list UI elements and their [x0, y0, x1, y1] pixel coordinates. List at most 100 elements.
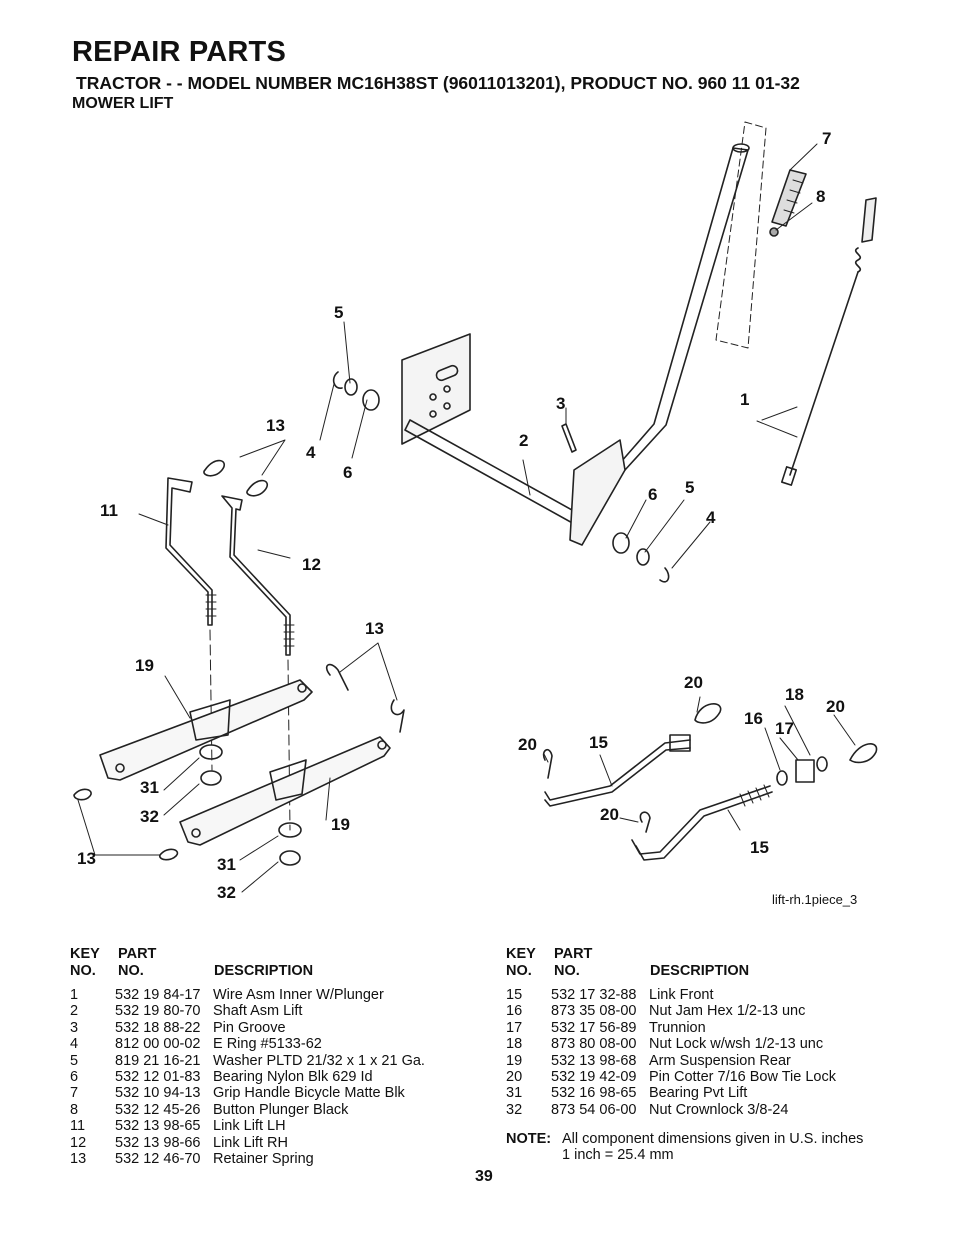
part-key: 32 [506, 1101, 523, 1118]
bearing-pvt-lift [199, 744, 223, 760]
callout-3: 3 [556, 394, 565, 413]
pin-groove [561, 423, 577, 453]
note-line: 1 inch = 25.4 mm [562, 1147, 674, 1164]
link-front-edge [635, 791, 773, 861]
callout-12: 12 [302, 555, 321, 574]
note-label: NOTE: [506, 1131, 552, 1147]
link-front [544, 739, 691, 801]
e-ring [659, 567, 670, 583]
bearing-pvt-lift [278, 822, 302, 838]
callout-13: 13 [77, 849, 96, 868]
washer [344, 378, 358, 396]
callout-11: 11 [100, 501, 118, 520]
lift-handle [613, 147, 749, 471]
lift-shaft [404, 419, 591, 531]
part-number: 819 21 16-21 [115, 1052, 201, 1069]
diagram-code: lift-rh.1piece_3 [772, 892, 857, 907]
part-number: 532 12 45-26 [115, 1101, 201, 1118]
e-ring [332, 371, 343, 389]
part-key: 31 [506, 1085, 523, 1102]
table-header: KEY PART [506, 946, 836, 963]
part-number: 873 35 08-00 [551, 1003, 637, 1020]
link-lift-rh [221, 495, 291, 656]
part-key: 16 [506, 1003, 523, 1020]
part-number: 532 12 46-70 [115, 1151, 201, 1168]
part-description: Link Lift LH [213, 1118, 286, 1135]
callout-4: 4 [706, 508, 716, 527]
table-header: NO. NO. DESCRIPTION [70, 963, 425, 987]
part-key: 4 [70, 1036, 79, 1053]
part-number: 532 19 80-70 [115, 1003, 201, 1020]
plate-slot [435, 364, 459, 382]
pin-cotter [694, 703, 722, 724]
wire-asm [789, 271, 859, 476]
part-number: 532 12 01-83 [115, 1069, 201, 1086]
mower-lift-diagram: 7 8 5 1 3 13 4 2 6 11 6 5 4 12 13 19 20 … [73, 121, 878, 907]
callout-5: 5 [334, 303, 343, 322]
callout-4: 4 [306, 443, 316, 462]
retainer-spring [159, 848, 179, 861]
header-key-no: NO. [70, 963, 96, 979]
part-description: Bearing Pvt Lift [649, 1085, 748, 1102]
table-header: NO. NO. DESCRIPTION [506, 963, 836, 987]
part-description: Trunnion [649, 1019, 706, 1036]
part-number: 532 10 94-13 [115, 1085, 201, 1102]
part-description: Pin Cotter 7/16 Bow Tie Lock [649, 1069, 836, 1086]
header-description: DESCRIPTION [214, 963, 314, 979]
washer [636, 548, 650, 566]
leader-lines [77, 143, 856, 893]
callout-5: 5 [685, 478, 694, 497]
callout-20: 20 [684, 673, 703, 692]
callout-18: 18 [785, 685, 804, 704]
part-key: 18 [506, 1036, 523, 1053]
trunnion [669, 734, 691, 752]
part-number: 532 19 42-09 [551, 1069, 637, 1086]
part-description: Wire Asm Inner W/Plunger [213, 987, 384, 1003]
part-number: 873 54 06-00 [551, 1101, 637, 1118]
table-header: KEY PART [70, 946, 425, 963]
nut-lock [816, 756, 828, 772]
header-description: DESCRIPTION [650, 963, 750, 979]
link-front-edge [544, 747, 691, 807]
plunger-head [861, 197, 877, 243]
callout-15: 15 [750, 838, 769, 857]
nut-jam-hex [776, 770, 788, 786]
part-key: 8 [70, 1101, 79, 1118]
nut-crownlock [279, 850, 301, 866]
part-description: Washer PLTD 21/32 x 1 x 21 Ga. [213, 1052, 425, 1069]
part-number: 532 16 98-65 [551, 1085, 637, 1102]
retainer-spring [390, 699, 405, 733]
part-key: 13 [70, 1151, 87, 1168]
part-key: 15 [506, 987, 523, 1003]
callout-13: 13 [266, 416, 285, 435]
trunnion [795, 759, 815, 783]
note-line: All component dimensions given in U.S. i… [562, 1131, 864, 1147]
part-key: 17 [506, 1019, 523, 1036]
arm-hole [115, 763, 125, 773]
callout-32: 32 [217, 883, 236, 902]
part-key: 12 [70, 1134, 87, 1151]
header-key: KEY [506, 946, 536, 962]
retainer-spring [203, 459, 225, 477]
guide-line [209, 629, 213, 771]
callout-20: 20 [518, 735, 537, 754]
pin-cotter [849, 743, 878, 764]
wire-end [780, 466, 798, 486]
part-number: 532 18 88-22 [115, 1019, 201, 1036]
header-key-no: NO. [506, 963, 532, 979]
arm-hole [297, 683, 307, 693]
part-key: 6 [70, 1069, 79, 1086]
link-lift-lh [165, 477, 213, 626]
